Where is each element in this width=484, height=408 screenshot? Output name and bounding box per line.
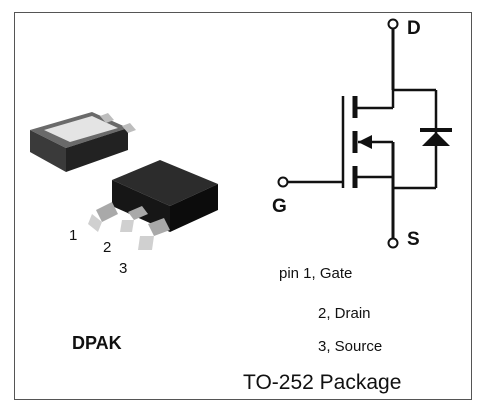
source-label: S [407, 229, 420, 250]
rear-device-front [66, 128, 128, 172]
front-device-top [112, 160, 218, 206]
figure-frame [14, 12, 472, 400]
front-device-left [112, 180, 170, 232]
drain-terminal-circle [387, 18, 399, 30]
pin2-lead [128, 206, 148, 220]
gate-terminal-circle [277, 176, 289, 188]
body-diode-icon [422, 132, 450, 146]
rear-lead [100, 113, 114, 123]
pin-number-1: 1 [69, 227, 78, 244]
body-arrow-icon [358, 135, 372, 149]
rear-device-side [30, 130, 66, 172]
pin1-lead [96, 202, 118, 222]
gate-label: G [272, 196, 287, 217]
pin-number-3: 3 [119, 260, 128, 277]
pin-list-line-1: pin 1, Gate [279, 265, 353, 282]
package-title: TO-252 Package [243, 371, 402, 394]
front-device-right [170, 184, 218, 232]
pin-number-2: 2 [103, 239, 112, 256]
dpak-package-illustration [30, 112, 218, 250]
mosfet-symbol [277, 18, 452, 249]
rear-lead [122, 123, 136, 133]
pin-list-line-3: 3, Source [318, 338, 383, 355]
package-name: DPAK [72, 333, 122, 353]
pin3-lead [148, 218, 170, 236]
rear-device-tab [44, 116, 118, 142]
source-terminal-circle [387, 237, 399, 249]
pin-list-line-2: 2, Drain [318, 305, 371, 322]
drain-label: D [407, 18, 421, 39]
